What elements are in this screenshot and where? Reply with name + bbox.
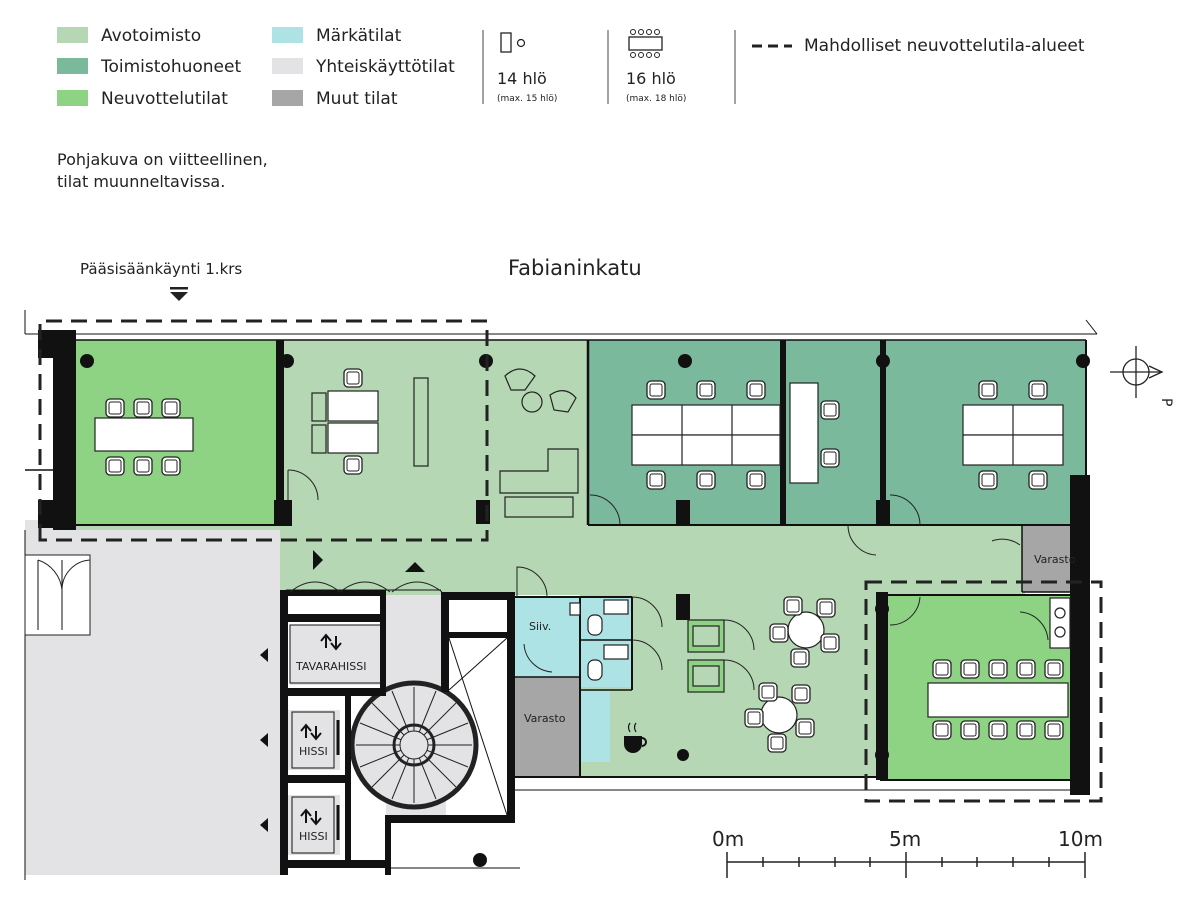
north-label: P xyxy=(1158,398,1174,406)
entrance-label: Pääsisäänkäynti 1.krs xyxy=(80,260,242,278)
street-label: Fabianinkatu xyxy=(508,256,642,280)
elevator-shaft-1 xyxy=(288,710,340,770)
door-swings xyxy=(37,469,1049,691)
open-office-corridor xyxy=(280,525,1025,595)
scale-label-5m: 5m xyxy=(889,827,921,851)
room-label-storage-bottom: Varasto xyxy=(524,712,566,725)
capacity-a-people: 14 hlö xyxy=(497,69,547,88)
room-fills xyxy=(25,340,1086,875)
legend-label-dashed-area: Mahdolliset neuvottelutila-alueet xyxy=(804,36,1085,56)
legend-swatch-wet-rooms xyxy=(272,27,303,43)
legend-swatch-office-rooms xyxy=(57,58,88,74)
capacity-b-people: 16 hlö xyxy=(626,69,676,88)
room-label-freight-elevator: TAVARAHISSI xyxy=(295,660,366,673)
scale-bar xyxy=(726,852,1086,878)
storage-room-bottom xyxy=(515,677,580,777)
legend-swatch-other-spaces xyxy=(272,90,303,106)
entrance-marker-icon xyxy=(170,287,188,301)
kitchenette-strip xyxy=(580,690,610,762)
room-label-cleaning: Siiv. xyxy=(529,620,551,633)
meeting-table-nw xyxy=(94,417,194,452)
structural-columns xyxy=(80,354,1090,867)
legend-label-other-spaces: Muut tilat xyxy=(316,89,398,109)
legend-label-wet-rooms: Märkätilat xyxy=(316,26,402,46)
elevator-shaft-2 xyxy=(288,795,340,855)
boardroom-setup-icon xyxy=(628,29,663,58)
legend: Avotoimisto Toimistohuoneet Neuvotteluti… xyxy=(57,26,1085,109)
dashed-area-north-west xyxy=(38,319,489,542)
classroom-setup-icon xyxy=(500,32,526,53)
cleaning-room xyxy=(515,597,580,677)
dashed-area-south-east xyxy=(864,580,1103,803)
legend-swatch-shared-spaces xyxy=(272,58,303,74)
elevator-arrows xyxy=(289,624,383,854)
note-line-2: tilat muunneltavissa. xyxy=(57,172,225,191)
room-label-elevator-1: HISSI xyxy=(299,745,328,758)
capacity-a-max: (max. 15 hlö) xyxy=(497,94,557,104)
legend-swatch-meeting-rooms xyxy=(57,90,88,106)
scale-label-10m: 10m xyxy=(1058,827,1103,851)
spiral-stair xyxy=(356,687,472,803)
possible-meeting-areas xyxy=(38,319,1103,803)
north-arrow-icon xyxy=(1110,346,1164,398)
legend-label-open-office: Avotoimisto xyxy=(101,26,201,46)
scale-label-0m: 0m xyxy=(712,827,744,851)
direction-markers xyxy=(260,550,425,832)
freight-elevator-shaft xyxy=(290,625,385,685)
legend-swatch-open-office xyxy=(57,27,88,43)
furniture xyxy=(94,368,1071,753)
capacity-b-max: (max. 18 hlö) xyxy=(626,94,686,104)
room-label-elevator-2: HISSI xyxy=(299,830,328,843)
legend-label-meeting-rooms: Neuvottelutilat xyxy=(101,89,228,109)
coffee-icon xyxy=(624,722,647,753)
note-line-1: Pohjakuva on viitteellinen, xyxy=(57,150,268,169)
walls xyxy=(24,310,1098,880)
legend-label-shared-spaces: Yhteiskäyttötilat xyxy=(315,57,455,77)
legend-label-office-rooms: Toimistohuoneet xyxy=(100,57,241,77)
room-label-storage-top: Varasto xyxy=(1034,553,1076,566)
